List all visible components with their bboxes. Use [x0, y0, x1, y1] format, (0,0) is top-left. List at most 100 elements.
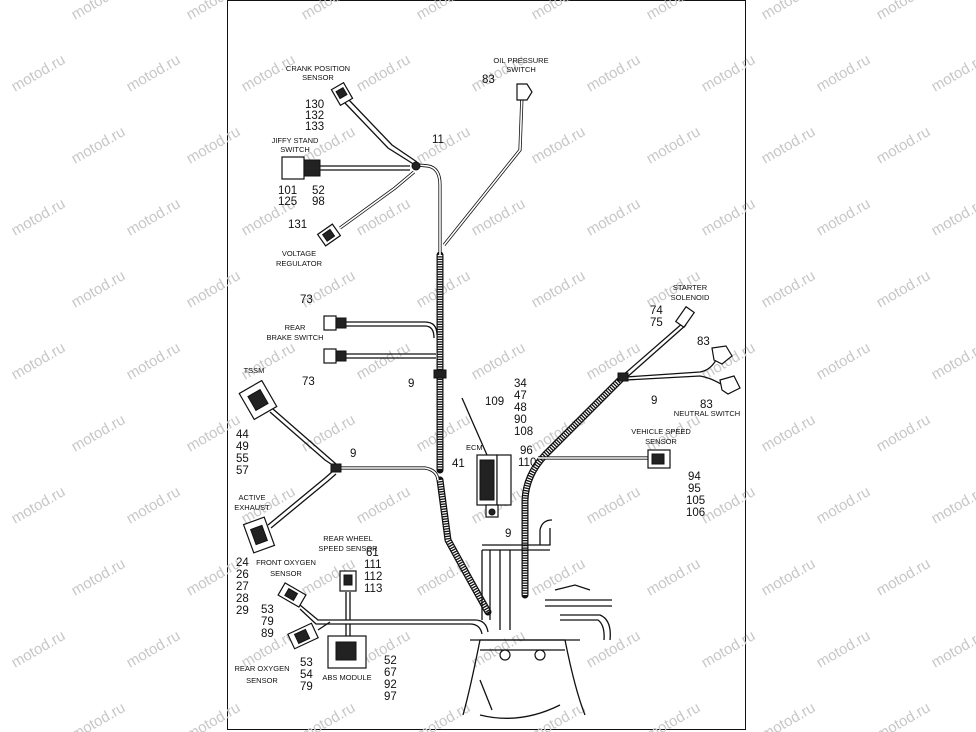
front-oxygen-sensor — [277, 582, 307, 608]
rear-o2-ref-1: 53 — [300, 657, 313, 669]
watermark-text: motod.ru — [814, 483, 874, 527]
watermark-text: motod.ru — [929, 483, 976, 527]
clip-9-left — [330, 463, 342, 473]
rear-oxygen-sensor — [287, 622, 319, 650]
watermark-text: motod.ru — [414, 699, 474, 732]
watermark-text: motod.ru — [124, 483, 184, 527]
voltage-regulator-ref: 131 — [288, 219, 307, 231]
harness-wiring — [267, 94, 725, 719]
tssm-ref-1: 44 — [236, 429, 249, 441]
watermark-text: motod.ru — [9, 51, 69, 95]
rear-brake-ref-top: 73 — [300, 294, 313, 306]
watermark-text: motod.ru — [9, 627, 69, 671]
voltage-regulator-connector — [316, 223, 342, 247]
crank-ref-2: 132 — [305, 110, 324, 122]
watermark-text: motod.ru — [759, 699, 819, 732]
watermark-text: motod.ru — [69, 555, 129, 599]
jiffy-stand-switch — [281, 156, 321, 180]
abs-module-label: ABS MODULE — [322, 673, 371, 682]
abs-ref-3: 92 — [384, 679, 397, 691]
watermark-text: motod.ru — [9, 483, 69, 527]
starter-ref-1: 74 — [650, 305, 663, 317]
abs-ref-1: 52 — [384, 655, 397, 667]
watermark-text: motod.ru — [874, 0, 934, 23]
neutral-switch-label: NEUTRAL SWITCH — [674, 409, 740, 418]
watermark-text: motod.ru — [699, 195, 759, 239]
watermark-text: motod.ru — [354, 483, 414, 527]
clip-9-center — [433, 369, 447, 379]
ecm-ref-96: 96 — [520, 445, 533, 457]
oil-pressure-switch — [516, 83, 533, 101]
front-o2-ref-2: 79 — [261, 616, 274, 628]
watermark-text: motod.ru — [529, 267, 589, 311]
abs-ref-2: 67 — [384, 667, 397, 679]
watermark-text: motod.ru — [644, 699, 704, 732]
watermark-text: motod.ru — [814, 195, 874, 239]
watermark-text: motod.ru — [469, 339, 529, 383]
watermark-text: motod.ru — [644, 0, 704, 23]
watermark-text: motod.ru — [124, 627, 184, 671]
jiffy-ref-l1: 101 — [278, 185, 297, 197]
jiffy-ref-r2: 98 — [312, 196, 325, 208]
tssm-ref-4: 57 — [236, 465, 249, 477]
watermark-text: motod.ru — [239, 339, 299, 383]
clip-9-center-ref: 9 — [408, 378, 414, 390]
watermark-text: motod.ru — [354, 195, 414, 239]
watermark-text: motod.ru — [584, 51, 644, 95]
watermark-text: motod.ru — [699, 483, 759, 527]
active-exhaust-ref-1: 24 — [236, 557, 249, 569]
watermark-text: motod.ru — [759, 123, 819, 167]
abs-module — [327, 635, 367, 669]
active-exhaust-ref-2: 26 — [236, 569, 249, 581]
oil-pressure-label-2: SWITCH — [506, 65, 536, 74]
crank-ref-3: 133 — [305, 121, 324, 133]
voltage-regulator-label-2: REGULATOR — [276, 259, 323, 268]
jiffy-stand-label-2: SWITCH — [280, 145, 310, 154]
vss-ref-4: 106 — [686, 507, 705, 519]
watermark-text: motod.ru — [759, 0, 819, 23]
watermark-text: motod.ru — [929, 195, 976, 239]
watermark-text: motod.ru — [354, 51, 414, 95]
vss-ref-3: 105 — [686, 495, 705, 507]
tssm-module — [238, 379, 278, 421]
rwss-label-2: SPEED SENSOR — [318, 544, 378, 553]
watermark-text: motod.ru — [644, 555, 704, 599]
ecm-ref-41: 41 — [452, 458, 465, 470]
jiffy-ref-l2: 125 — [278, 196, 297, 208]
watermark-text: motod.ru — [124, 51, 184, 95]
watermark-text: motod.ru — [299, 0, 359, 23]
tssm-label: TSSM — [244, 366, 265, 375]
ecm-ref-110: 110 — [518, 457, 536, 469]
active-exhaust-ref-3: 27 — [236, 581, 249, 593]
watermark-text: motod.ru — [69, 699, 129, 732]
watermark-text: motod.ru — [184, 267, 244, 311]
rear-o2-label-2: SENSOR — [246, 676, 278, 685]
watermark-text: motod.ru — [584, 195, 644, 239]
rear-wheel-speed-sensor — [339, 570, 357, 592]
rear-brake-switch-connectors — [323, 315, 347, 364]
watermark-text: motod.ru — [699, 51, 759, 95]
rear-brake-label-2: BRAKE SWITCH — [266, 333, 323, 342]
crank-position-label-2: SENSOR — [302, 73, 334, 82]
watermark-text: motod.ru — [69, 411, 129, 455]
ecm-ref-109: 109 — [485, 396, 504, 408]
starter-solenoid-connector — [674, 305, 696, 329]
watermark-text: motod.ru — [184, 555, 244, 599]
rwss-ref-4: 113 — [364, 583, 382, 595]
rear-brake-ref-bottom: 73 — [302, 376, 315, 388]
starter-ref-2: 75 — [650, 317, 663, 329]
watermark-text: motod.ru — [354, 339, 414, 383]
rear-o2-ref-3: 79 — [300, 681, 313, 693]
vss-label-1: VEHICLE SPEED — [631, 427, 691, 436]
clip-9-right-ref: 9 — [651, 395, 657, 407]
ecm-ref-48: 48 — [514, 402, 527, 414]
watermark-text: motod.ru — [814, 51, 874, 95]
watermark-text: motod.ru — [874, 267, 934, 311]
rwss-ref-3: 112 — [364, 571, 382, 583]
oil-pressure-label-1: OIL PRESSURE — [493, 56, 548, 65]
voltage-regulator-label-1: VOLTAGE — [282, 249, 316, 258]
watermark-text: motod.ru — [69, 123, 129, 167]
watermark-text: motod.ru — [69, 0, 129, 23]
